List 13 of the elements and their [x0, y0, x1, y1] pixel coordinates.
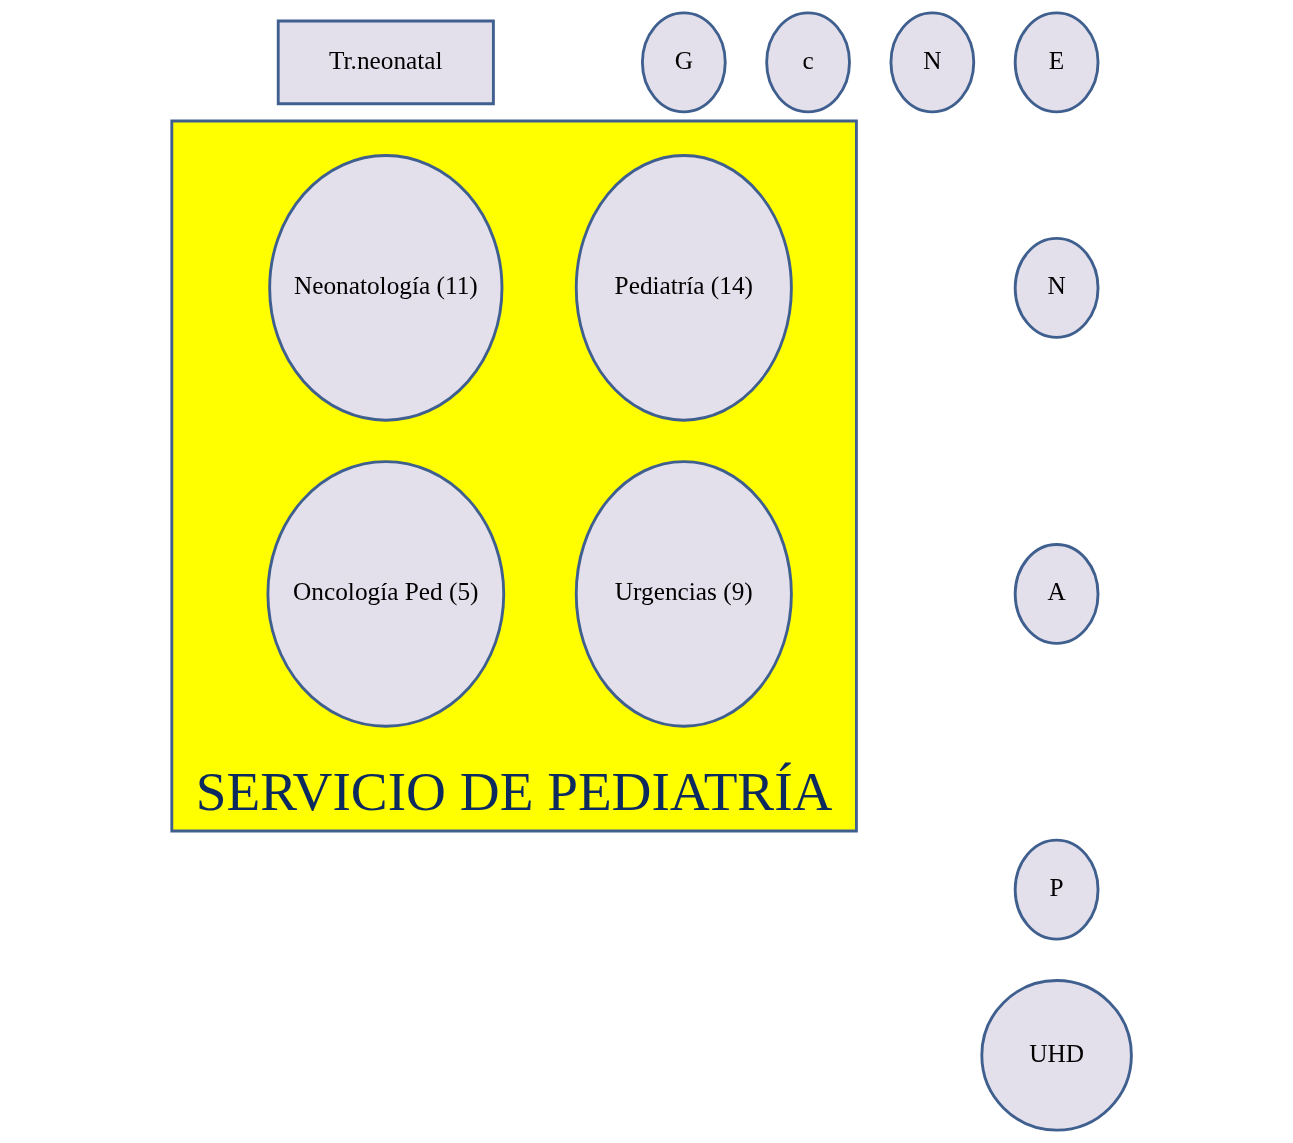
node-ellipse: Pediatría (14) [574, 154, 793, 422]
node-ellipse: A [1013, 543, 1099, 645]
node-ellipse: N [888, 11, 975, 114]
node-ellipse: Oncología Ped (5) [265, 460, 505, 728]
node-ellipse: E [1013, 11, 1099, 114]
node-box: Tr.neonatal [276, 19, 495, 106]
node-circle: UHD [979, 979, 1133, 1132]
node-ellipse: N [1013, 236, 1099, 339]
node-ellipse: G [640, 11, 727, 114]
node-ellipse: Neonatología (11) [267, 154, 503, 422]
node-ellipse: P [1013, 838, 1099, 941]
node-ellipse: c [764, 11, 851, 114]
node-ellipse: Urgencias (9) [574, 460, 793, 728]
